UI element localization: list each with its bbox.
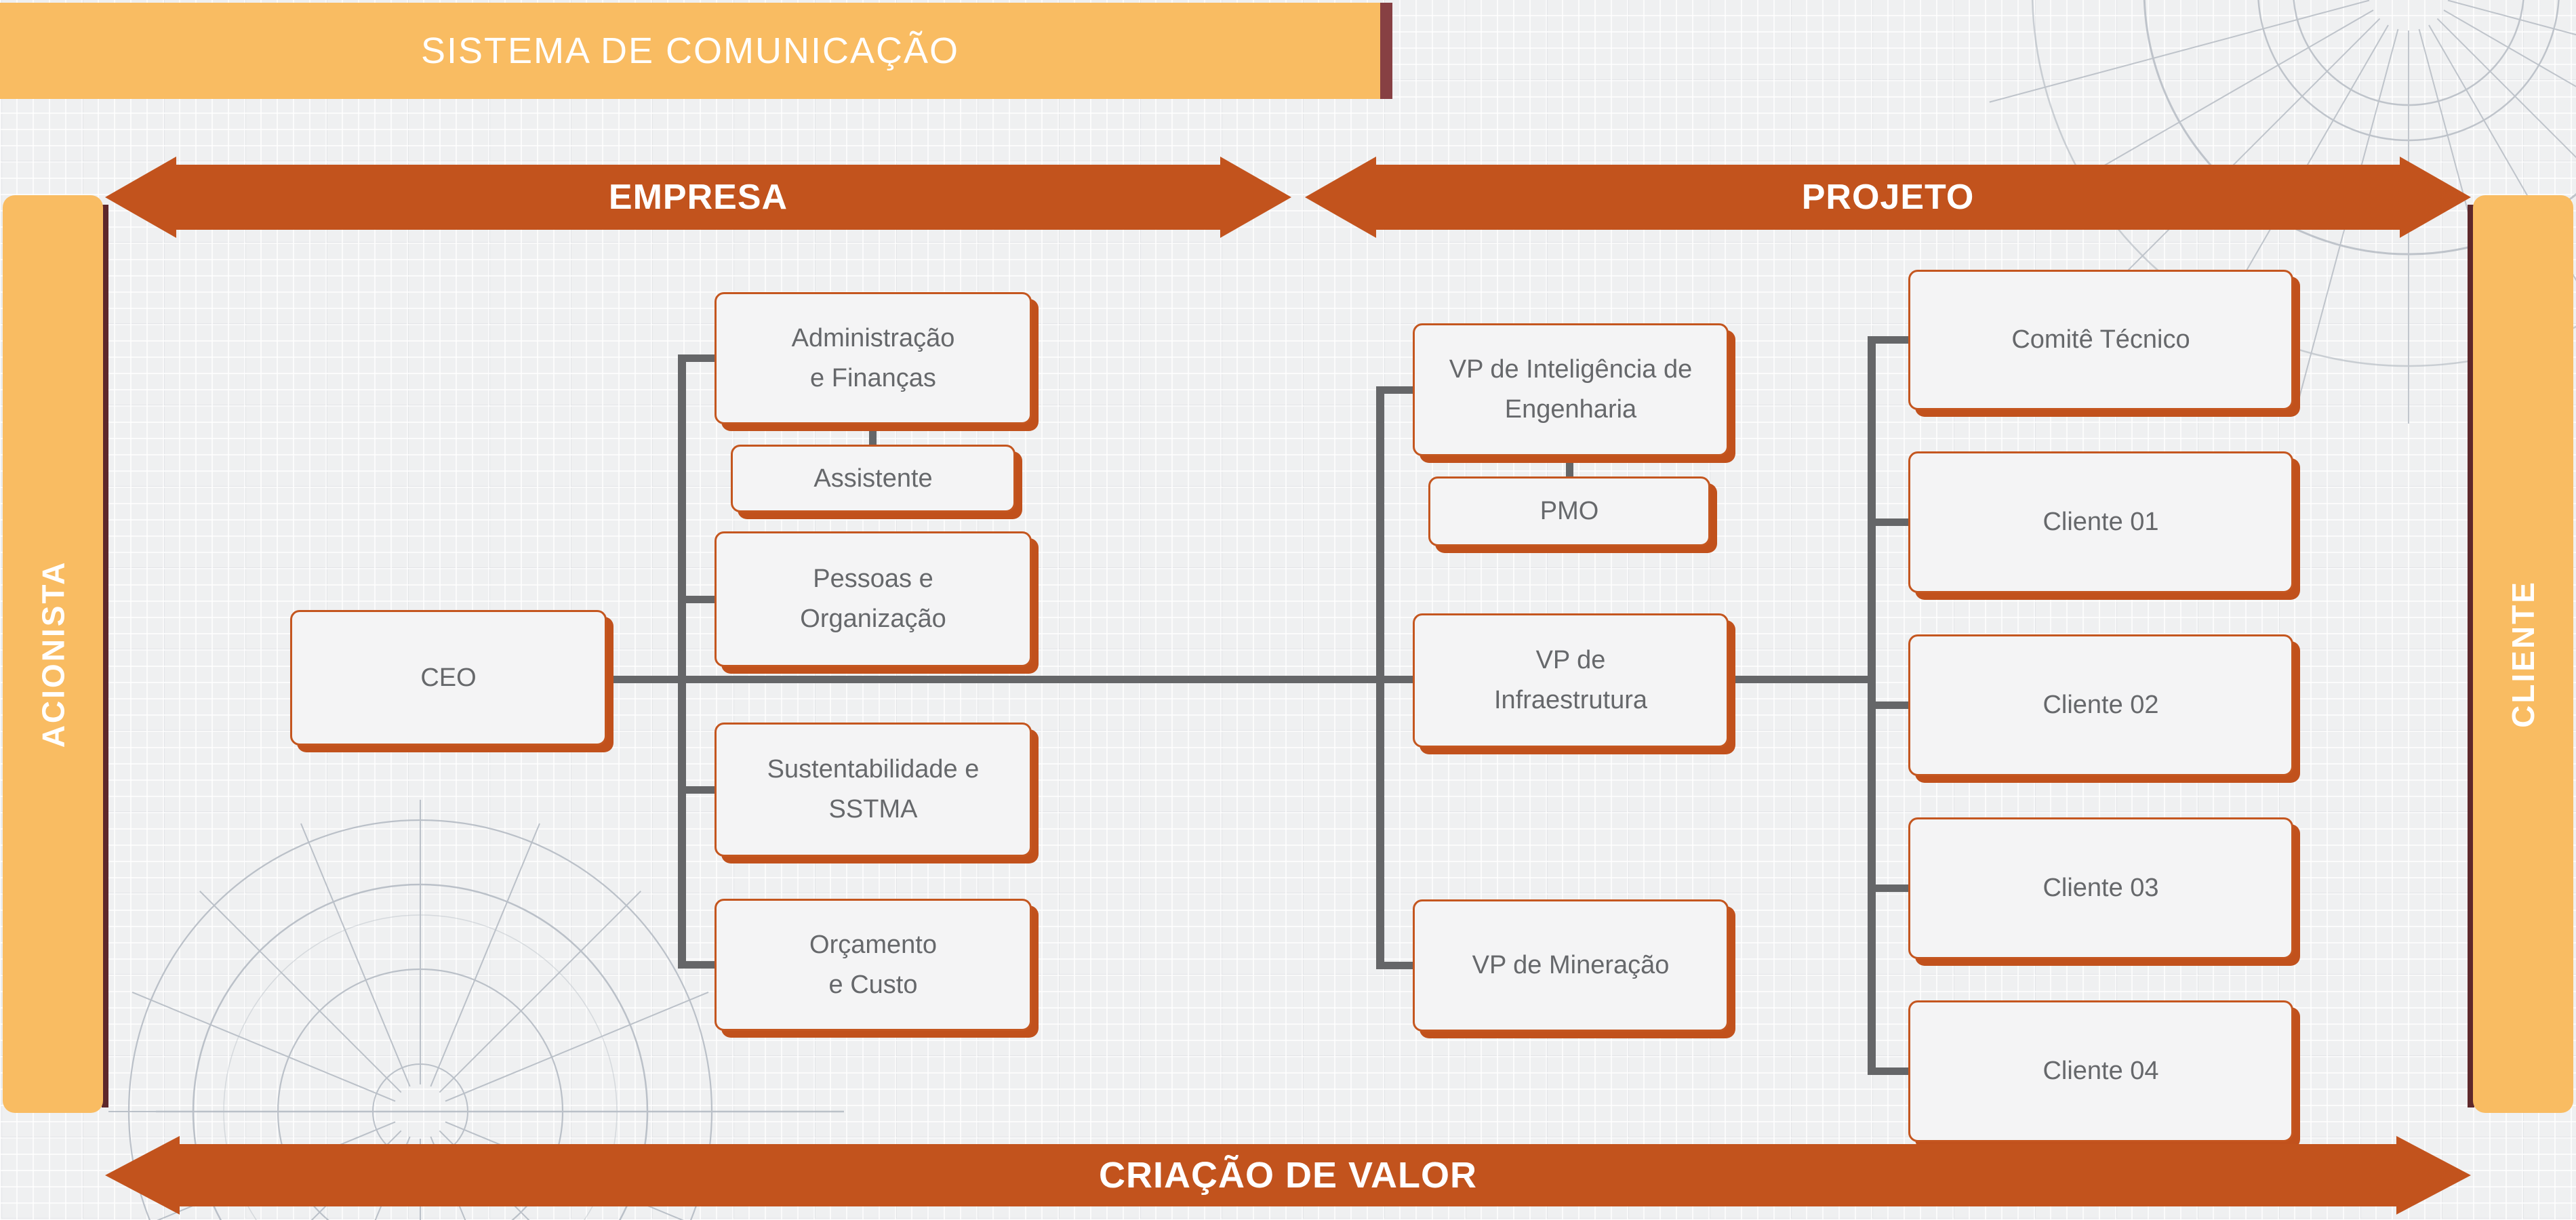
org-node-label: VP de Infraestrutura: [1494, 646, 1647, 714]
org-node-vp_infraestrutura: VP de Infraestrutura: [1413, 613, 1729, 748]
connector-line: [678, 354, 686, 969]
org-node-label: Cliente 01: [2042, 508, 2159, 537]
org-node-vp_mineracao: VP de Mineração: [1413, 899, 1729, 1032]
org-node-label: CEO: [420, 663, 477, 692]
side-banner-cliente: CLIENTE: [2473, 195, 2573, 1113]
connector-line: [1376, 386, 1413, 394]
connector-line: [1729, 676, 1876, 683]
org-node-vp_inteligencia: VP de Inteligência de Engenharia: [1413, 323, 1729, 456]
org-node-ceo: CEO: [290, 610, 607, 746]
org-node-pmo: PMO: [1428, 476, 1710, 546]
org-node-cliente04: Cliente 04: [1908, 1000, 2293, 1142]
title-banner-end-stripe: [1380, 3, 1392, 99]
org-node-sustentabilidade: Sustentabilidade e SSTMA: [715, 723, 1032, 857]
acionista-label: ACIONISTA: [35, 560, 71, 748]
org-node-label: Administração e Finanças: [791, 323, 955, 392]
org-node-label: VP de Mineração: [1472, 951, 1670, 980]
org-node-orcamento: Orçamento e Custo: [715, 899, 1032, 1031]
org-node-label: Pessoas e Organização: [800, 565, 946, 633]
section-arrow-projeto: PROJETO: [1305, 157, 2471, 238]
connector-line: [678, 961, 715, 969]
connector-line: [869, 424, 877, 446]
connector-line: [1566, 456, 1573, 478]
org-node-assistente: Assistente: [731, 445, 1015, 512]
org-node-label: PMO: [1539, 497, 1599, 526]
acionista-banner-edge: [102, 205, 108, 1107]
connector-line: [1868, 518, 1908, 526]
bottom-arrow-criacao-de-valor: CRIAÇÃO DE VALOR: [105, 1136, 2471, 1215]
org-node-cliente02: Cliente 02: [1908, 634, 2293, 776]
section-arrow-empresa-label: EMPRESA: [608, 178, 788, 217]
org-node-label: Orçamento e Custo: [809, 930, 937, 999]
side-banner-acionista: ACIONISTA: [3, 195, 103, 1113]
connector-line: [678, 596, 715, 603]
org-node-label: Cliente 04: [2042, 1057, 2159, 1086]
org-node-cliente01: Cliente 01: [1908, 451, 2293, 593]
connector-line: [1376, 386, 1384, 969]
page-title: SISTEMA DE COMUNICAÇÃO: [420, 30, 960, 71]
org-node-label: Comitê Técnico: [2011, 325, 2190, 354]
cliente-label: CLIENTE: [2505, 580, 2541, 728]
org-node-label: Cliente 03: [2042, 874, 2159, 903]
connector-line: [1868, 336, 1908, 344]
connector-line: [607, 676, 1413, 683]
connector-line: [1868, 702, 1908, 709]
connector-line: [1868, 884, 1908, 892]
org-node-label: VP de Inteligência de Engenharia: [1449, 355, 1693, 424]
cliente-banner-edge: [2468, 205, 2474, 1107]
org-node-label: Cliente 02: [2042, 691, 2159, 720]
bottom-arrow-label: CRIAÇÃO DE VALOR: [1098, 1155, 1477, 1196]
connector-line: [678, 354, 715, 362]
org-node-comite: Comitê Técnico: [1908, 270, 2293, 410]
org-node-cliente03: Cliente 03: [1908, 817, 2293, 959]
connector-line: [1868, 1068, 1908, 1075]
section-arrow-empresa: EMPRESA: [105, 157, 1291, 238]
connector-line: [678, 786, 715, 794]
connector-line: [1376, 962, 1413, 969]
title-banner: SISTEMA DE COMUNICAÇÃO: [0, 3, 1380, 99]
org-node-label: Assistente: [813, 464, 933, 493]
org-node-admin: Administração e Finanças: [715, 292, 1032, 424]
org-node-label: Sustentabilidade e SSTMA: [767, 755, 980, 824]
org-node-pessoas: Pessoas e Organização: [715, 531, 1032, 667]
section-arrow-projeto-label: PROJETO: [1801, 178, 1975, 217]
